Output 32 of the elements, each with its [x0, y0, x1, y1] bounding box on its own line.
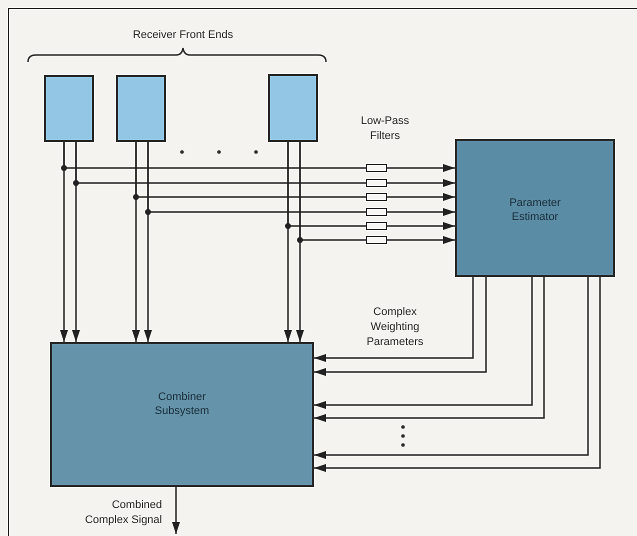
connector-line	[287, 142, 366, 227]
process-box	[455, 139, 615, 277]
connector-line	[387, 179, 455, 187]
node-label: Parameter Estimator	[508, 196, 562, 224]
filter-symbol	[366, 236, 387, 244]
annotation-label: Receiver Front Ends	[132, 28, 234, 43]
filter-symbol	[366, 222, 387, 230]
filter-symbol	[366, 164, 387, 172]
filter-symbol	[366, 179, 387, 187]
connector-line	[387, 236, 455, 244]
connector-line	[387, 222, 455, 230]
connector-line	[75, 142, 366, 184]
connector-line	[387, 208, 455, 216]
connector-line	[135, 142, 366, 198]
filter-symbol	[366, 193, 387, 201]
connector-line	[314, 277, 474, 362]
filter-symbol	[366, 208, 387, 216]
connector-line	[387, 193, 455, 201]
connector-line	[314, 277, 487, 376]
node-label: Combiner Subsystem	[154, 390, 210, 418]
receiver-box	[268, 74, 318, 142]
receiver-box	[44, 75, 94, 142]
edge-label: Combined Complex Signal	[84, 498, 162, 528]
receiver-box	[116, 75, 166, 142]
connector-line	[63, 142, 366, 169]
connector-line	[147, 142, 366, 213]
connector-line	[299, 142, 366, 241]
annotation-label: Low-Pass Filters	[360, 114, 410, 144]
connector-line	[172, 487, 180, 534]
connector-line	[387, 164, 455, 172]
process-box	[50, 342, 314, 487]
annotation-label: Complex Weighting Parameters	[366, 305, 424, 350]
